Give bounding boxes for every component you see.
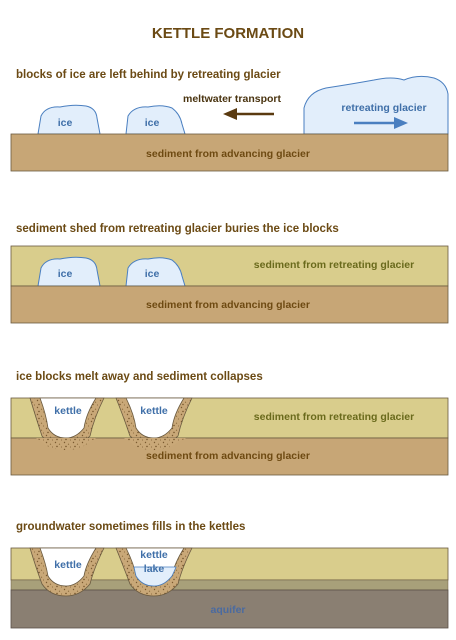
page-title: KETTLE FORMATION [152, 25, 304, 42]
panel-1-lower-sediment [10, 133, 449, 172]
panel-4-caption: groundwater sometimes fills in the kettl… [16, 521, 245, 533]
panel-1: blocks of ice are left behind by retreat… [10, 69, 449, 172]
panel-3-lower-sediment-label: sediment from advancing glacier [146, 450, 310, 462]
panel-3-caption: ice blocks melt away and sediment collap… [16, 371, 263, 383]
kettle-lake-label-line1: kettle [140, 549, 168, 561]
kettle-1-dry [39, 547, 97, 587]
kettle-lake-label-line2: lake [144, 563, 165, 575]
panel-4-aquifer [10, 589, 449, 629]
ice-block-1-label: ice [58, 117, 73, 129]
panel-2-lower-sediment [10, 285, 449, 324]
panel-1-caption: blocks of ice are left behind by retreat… [16, 69, 281, 81]
panel-2-caption: sediment shed from retreating glacier bu… [16, 223, 339, 235]
buried-ice-block-1-label: ice [58, 268, 73, 280]
kettle-2-label: kettle [140, 405, 168, 417]
buried-ice-block-1 [37, 256, 101, 287]
panel-2-lower-sediment-label: sediment from advancing glacier [146, 299, 310, 311]
kettle-1-bottom [36, 438, 96, 450]
kettle-dry-label: kettle [54, 559, 82, 571]
panel-4: groundwater sometimes fills in the kettl… [10, 521, 449, 629]
panel-3-upper-sediment-label: sediment from retreating glacier [254, 411, 414, 423]
kettle-lake-water [133, 566, 177, 587]
aquifer-label: aquifer [210, 604, 245, 616]
panel-2-upper-sediment-label: sediment from retreating glacier [254, 259, 414, 271]
retreating-glacier-label: retreating glacier [341, 102, 426, 114]
ice-block-2 [125, 105, 186, 135]
buried-ice-block-2-label: ice [145, 268, 160, 280]
meltwater-arrow-icon [223, 108, 274, 120]
kettle-1-label: kettle [54, 405, 82, 417]
ice-block-2-label: ice [145, 117, 160, 129]
buried-ice-block-2 [125, 257, 186, 287]
kettle-2-bottom [124, 438, 186, 450]
retreat-arrow-icon [354, 117, 408, 129]
retreating-glacier [303, 75, 449, 135]
panel-3: ice blocks melt away and sediment collap… [10, 371, 449, 476]
panel-2: sediment shed from retreating glacier bu… [10, 223, 449, 324]
panel-1-lower-sediment-label: sediment from advancing glacier [146, 148, 310, 160]
meltwater-transport-label: meltwater transport [183, 93, 282, 105]
ice-block-1 [37, 104, 101, 135]
